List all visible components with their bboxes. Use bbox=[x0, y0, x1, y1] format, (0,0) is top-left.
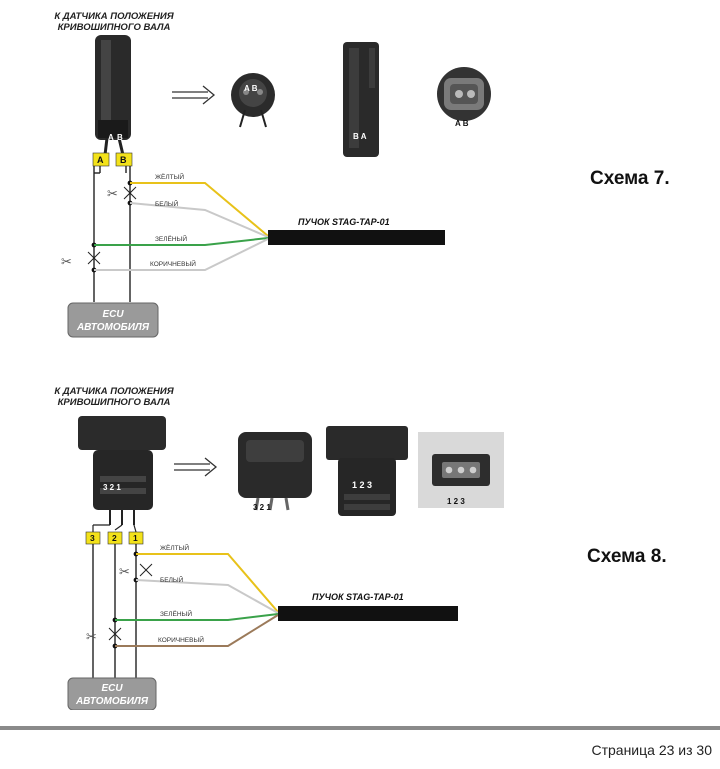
scissors-icon: ✂ bbox=[107, 186, 137, 201]
ecu-box-7 bbox=[67, 302, 159, 338]
pin-a-label: A bbox=[97, 155, 104, 165]
ecu-line2-8: АВТОМОБИЛЯ bbox=[75, 696, 149, 707]
sensor-label-line1: К ДАТЧИКА ПОЛОЖЕНИЯ bbox=[54, 11, 174, 22]
brown-wire-grey bbox=[94, 238, 269, 271]
double-arrow-icon bbox=[172, 85, 216, 105]
pin-3-label: 3 bbox=[90, 533, 95, 543]
plug-photo-8 bbox=[238, 432, 312, 511]
sensor-label-line2: КРИВОШИПНОГО ВАЛА bbox=[57, 397, 171, 408]
connector-socket-pins: A B bbox=[455, 119, 469, 128]
pin-2-label: 2 bbox=[112, 533, 117, 543]
connector-socket-photo-7 bbox=[437, 67, 491, 121]
svg-text:✂: ✂ bbox=[107, 186, 118, 201]
socket-pins-8: 1 2 3 bbox=[447, 497, 465, 506]
wire-label-green: ЗЕЛЁНЫЙ bbox=[155, 234, 187, 243]
sensor-pins-8: 3 2 1 bbox=[103, 483, 121, 492]
wiring-diagram-8: 3 2 1 3 2 1 ✂ ✂ bbox=[67, 416, 504, 710]
sensor-label-line2: КРИВОШИПНОГО ВАЛА bbox=[57, 22, 171, 33]
sensor-label-8: К ДАТЧИКА ПОЛОЖЕНИЯ КРИВОШИПНОГО ВАЛА bbox=[44, 386, 184, 408]
connector-side-pins: B A bbox=[353, 132, 367, 141]
connector-photo-8 bbox=[326, 426, 408, 516]
pin-1-label: 1 bbox=[133, 533, 138, 543]
harness-bar-7 bbox=[268, 230, 445, 245]
plug-pins-8: 3 2 1 bbox=[253, 503, 271, 512]
wire-label-brown: КОРИЧНЕВЫЙ bbox=[158, 635, 204, 644]
scissors-icon: ✂ bbox=[86, 627, 122, 644]
green-wire bbox=[94, 237, 269, 246]
wire-label-yellow: ЖЁЛТЫЙ bbox=[155, 172, 184, 181]
ecu-line1-7: ECU bbox=[102, 309, 124, 320]
crank-sensor-photo-7 bbox=[95, 35, 131, 156]
wire-label-white: БЕЛЫЙ bbox=[160, 575, 184, 584]
white-wire bbox=[135, 579, 279, 614]
sensor-pin-b-text: B bbox=[117, 133, 123, 142]
ecu-line1-8: ECU bbox=[101, 683, 123, 694]
footer-divider bbox=[0, 726, 720, 730]
harness-bar-8 bbox=[278, 606, 458, 621]
scissors-icon: ✂ bbox=[119, 563, 153, 579]
scheme-7-title: Схема 7. bbox=[590, 168, 670, 189]
yellow-wire bbox=[130, 182, 269, 237]
sensor-pin-a-text: A bbox=[108, 133, 114, 142]
yellow-wire bbox=[136, 553, 279, 613]
page-number: Страница 23 из 30 bbox=[591, 742, 712, 758]
harness-label-7: ПУЧОК STAG-TAP-01 bbox=[298, 217, 390, 227]
ecu-box-8 bbox=[67, 677, 157, 710]
ecu-line2-7: АВТОМОБИЛЯ bbox=[76, 322, 150, 333]
wire-label-brown: КОРИЧНЕВЫЙ bbox=[150, 259, 196, 268]
white-wire bbox=[129, 202, 269, 238]
sensor-label-7: К ДАТЧИКА ПОЛОЖЕНИЯ КРИВОШИПНОГО ВАЛА bbox=[44, 11, 184, 33]
connector-side-photo-7 bbox=[343, 42, 379, 157]
socket-photo-8 bbox=[418, 432, 504, 508]
wire-label-white: БЕЛЫЙ bbox=[155, 199, 179, 208]
pin-b-label: B bbox=[120, 155, 127, 165]
scheme-8-title: Схема 8. bbox=[587, 546, 667, 567]
svg-text:✂: ✂ bbox=[119, 564, 130, 579]
connector-front-photo-7 bbox=[231, 73, 275, 128]
crank-sensor-photo-8 bbox=[78, 416, 166, 525]
sensor-label-line1: К ДАТЧИКА ПОЛОЖЕНИЯ bbox=[54, 386, 174, 397]
svg-text:✂: ✂ bbox=[61, 254, 72, 269]
wiring-diagram-7: A B A B ✂ ✂ ЖЁЛТЫЙ bbox=[61, 35, 491, 338]
harness-label-8: ПУЧОК STAG-TAP-01 bbox=[312, 592, 404, 602]
pin-b-tag bbox=[115, 152, 133, 167]
svg-text:✂: ✂ bbox=[86, 629, 97, 644]
scissors-icon: ✂ bbox=[61, 251, 101, 269]
pin-a-tag bbox=[92, 152, 110, 167]
wire-label-green: ЗЕЛЁНЫЙ bbox=[160, 609, 192, 618]
connector-pins-8: 1 2 3 bbox=[352, 480, 372, 490]
brown-wire bbox=[115, 614, 279, 647]
green-wire bbox=[115, 613, 279, 621]
connector-front-pins: A B bbox=[244, 84, 258, 93]
double-arrow-icon bbox=[174, 457, 218, 477]
wire-label-yellow: ЖЁЛТЫЙ bbox=[160, 543, 189, 552]
